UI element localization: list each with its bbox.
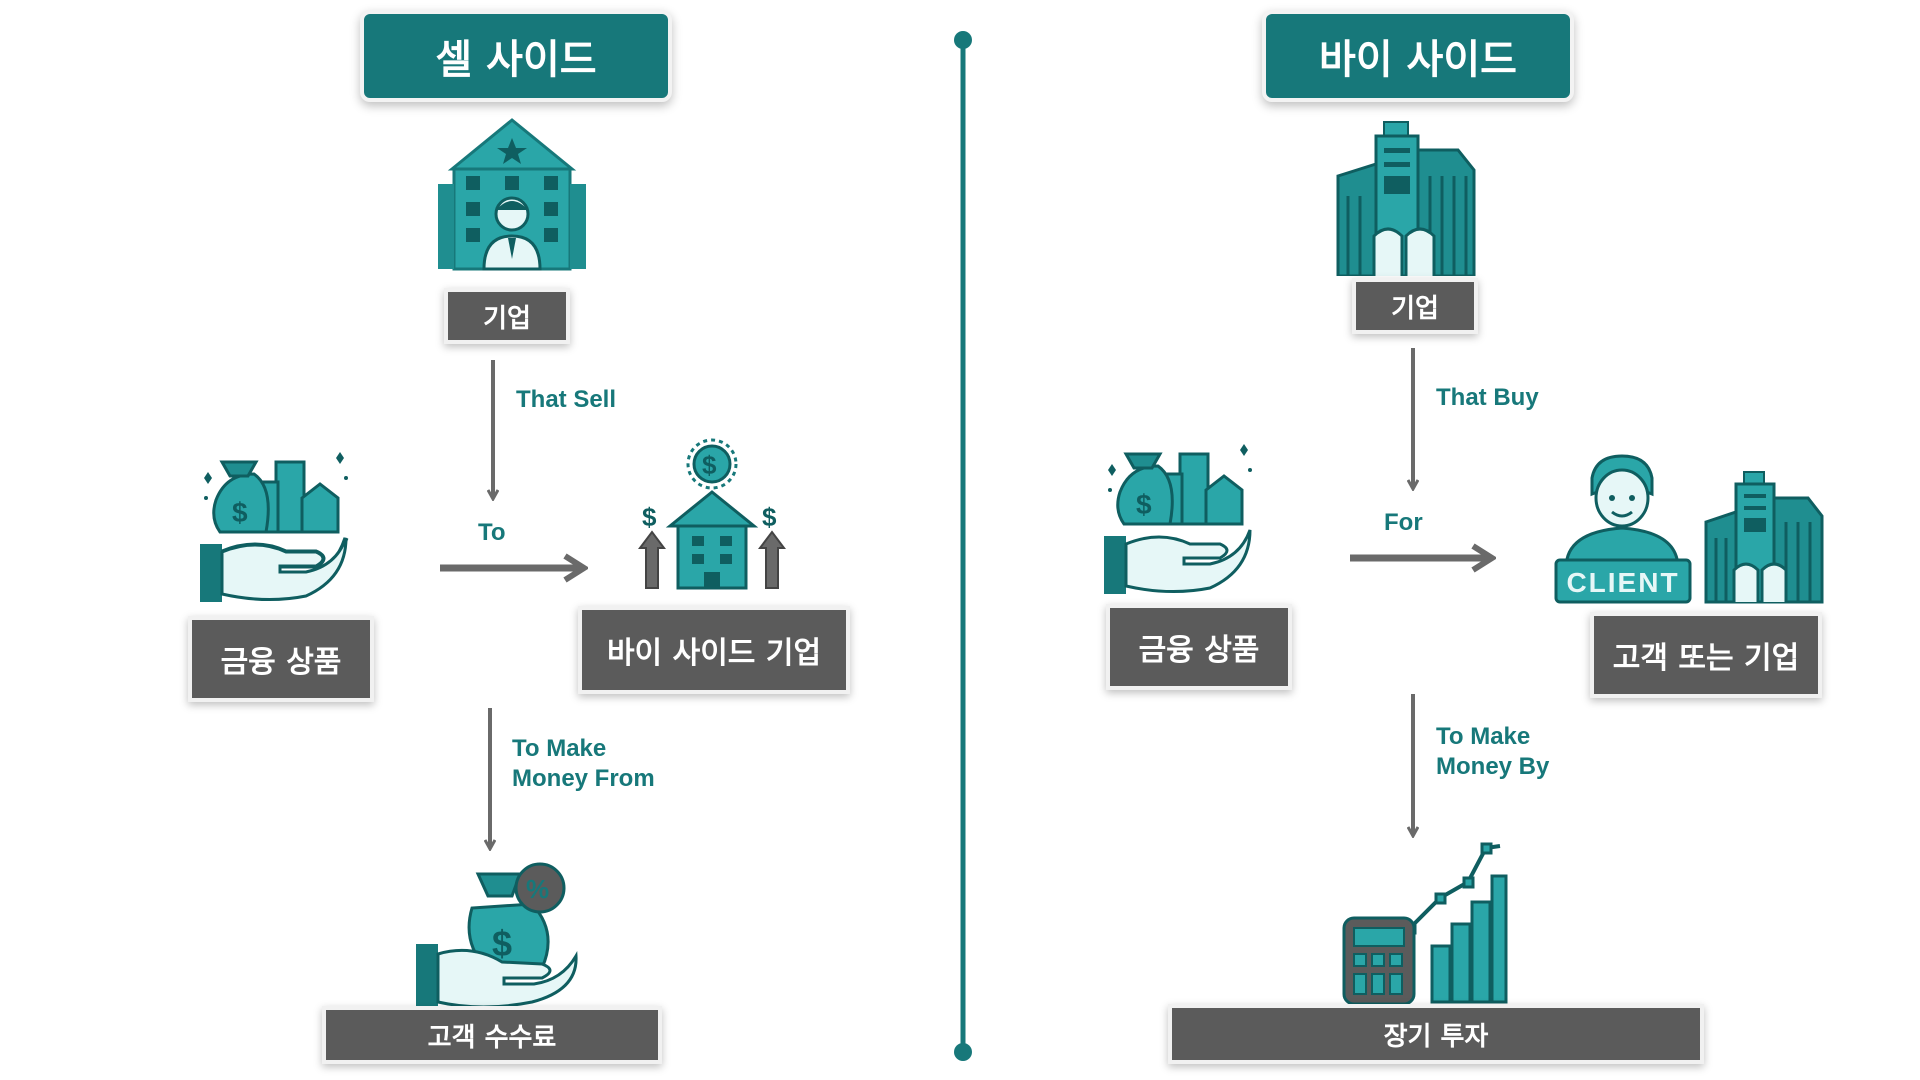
- sell-to-label: To: [478, 519, 506, 546]
- sell-target-label: 바이 사이드 기업: [578, 606, 850, 694]
- buy-verb-label: That Buy: [1436, 384, 1539, 411]
- buy-company-label: 기업: [1352, 278, 1478, 334]
- svg-text:$: $: [232, 497, 248, 528]
- buy-money-label-1: To Make: [1436, 723, 1531, 750]
- buy-product-label: 금융 상품: [1106, 604, 1292, 690]
- building-with-person-icon: [438, 118, 586, 271]
- sell-product-label: 금융 상품: [188, 616, 374, 702]
- svg-text:$: $: [702, 450, 717, 480]
- svg-text:$: $: [492, 923, 512, 964]
- client-sign: CLIENT: [1566, 567, 1679, 598]
- svg-text:%: %: [526, 874, 549, 904]
- svg-text:$: $: [762, 502, 777, 532]
- svg-text:$: $: [642, 502, 657, 532]
- hand-holding-money-bag-and-buildings-icon: $: [1104, 444, 1252, 594]
- svg-text:$: $: [1136, 489, 1152, 520]
- office-tower-icon: [1336, 121, 1476, 276]
- sell-money-label-1: To Make: [512, 735, 607, 762]
- hand-holding-money-bag-and-buildings-icon: $: [200, 452, 349, 602]
- sell-company-label: 기업: [444, 288, 570, 344]
- client-person-and-buildings-icon: CLIENT: [1554, 454, 1824, 604]
- buy-for-label: For: [1384, 509, 1423, 536]
- buy-revenue-label: 장기 투자: [1168, 1004, 1704, 1064]
- calculator-growth-chart-icon: [1342, 842, 1508, 1008]
- buy-target-label: 고객 또는 기업: [1590, 612, 1822, 698]
- buy-side-title: 바이 사이드: [1262, 10, 1574, 102]
- sell-revenue-label: 고객 수수료: [322, 1006, 662, 1064]
- sell-money-label-2: Money From: [512, 765, 655, 792]
- house-with-dollar-growth-icon: $ $ $: [638, 438, 786, 590]
- buy-money-label-2: Money By: [1436, 753, 1550, 780]
- sell-side-title: 셀 사이드: [360, 10, 672, 102]
- sell-verb-label: That Sell: [516, 386, 617, 413]
- hand-holding-money-bag-percent-icon: $ %: [416, 862, 578, 1009]
